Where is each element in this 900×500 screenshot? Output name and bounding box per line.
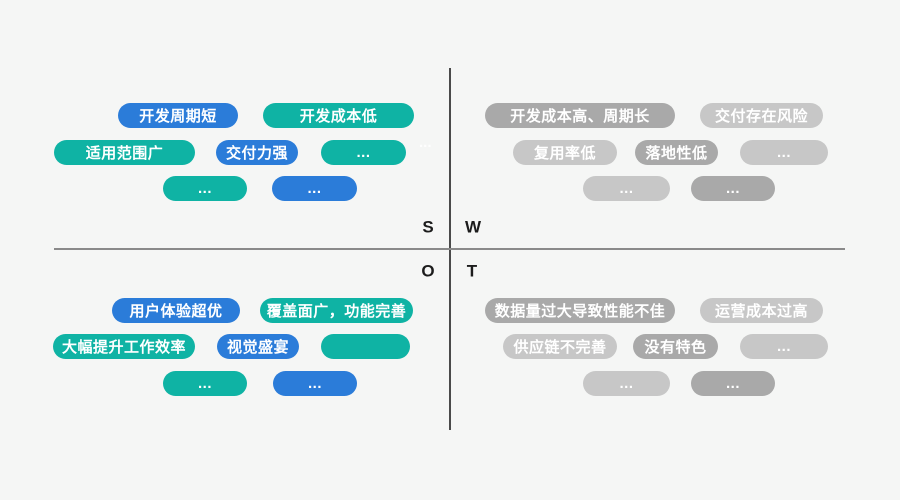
pill-weaknesses-2: 复用率低 (513, 140, 617, 165)
pill-opportunities-0: 用户体验超优 (112, 298, 240, 323)
pill-threats-6: ... (691, 371, 775, 396)
pill-opportunities-1: 覆盖面广，功能完善 (260, 298, 413, 323)
pill-threats-2: 供应链不完善 (503, 334, 617, 359)
pill-strengths-1: 开发成本低 (263, 103, 414, 128)
pill-opportunities-2: 大幅提升工作效率 (53, 334, 195, 359)
pill-threats-1: 运营成本过高 (700, 298, 823, 323)
pill-opportunities-4 (321, 334, 410, 359)
pill-strengths-2: 适用范围广 (54, 140, 195, 165)
pill-threats-4: ... (740, 334, 828, 359)
quadrant-letter-t: T (466, 261, 478, 281)
pill-opportunities-6: ... (273, 371, 357, 396)
pill-weaknesses-5: ... (583, 176, 670, 201)
pill-strengths-0: 开发周期短 (118, 103, 238, 128)
pill-weaknesses-4: ... (740, 140, 828, 165)
pill-strengths-3: 交付力强 (216, 140, 298, 165)
quadrant-letter-s: S (422, 217, 434, 237)
overflow-ellipsis: ... (419, 134, 432, 151)
pill-weaknesses-3: 落地性低 (635, 140, 718, 165)
pill-opportunities-5: ... (163, 371, 247, 396)
pill-opportunities-3: 视觉盛宴 (217, 334, 299, 359)
pill-threats-0: 数据量过大导致性能不佳 (485, 298, 675, 323)
pill-weaknesses-6: ... (691, 176, 775, 201)
quadrant-letter-w: W (464, 217, 482, 237)
pill-threats-3: 没有特色 (633, 334, 718, 359)
pill-threats-5: ... (583, 371, 670, 396)
pill-strengths-6: ... (272, 176, 357, 201)
pill-weaknesses-1: 交付存在风险 (700, 103, 823, 128)
horizontal-axis-line (54, 248, 845, 250)
pill-weaknesses-0: 开发成本高、周期长 (485, 103, 675, 128)
pill-strengths-4: ... (321, 140, 406, 165)
pill-strengths-5: ... (163, 176, 247, 201)
quadrant-letter-o: O (421, 261, 435, 281)
